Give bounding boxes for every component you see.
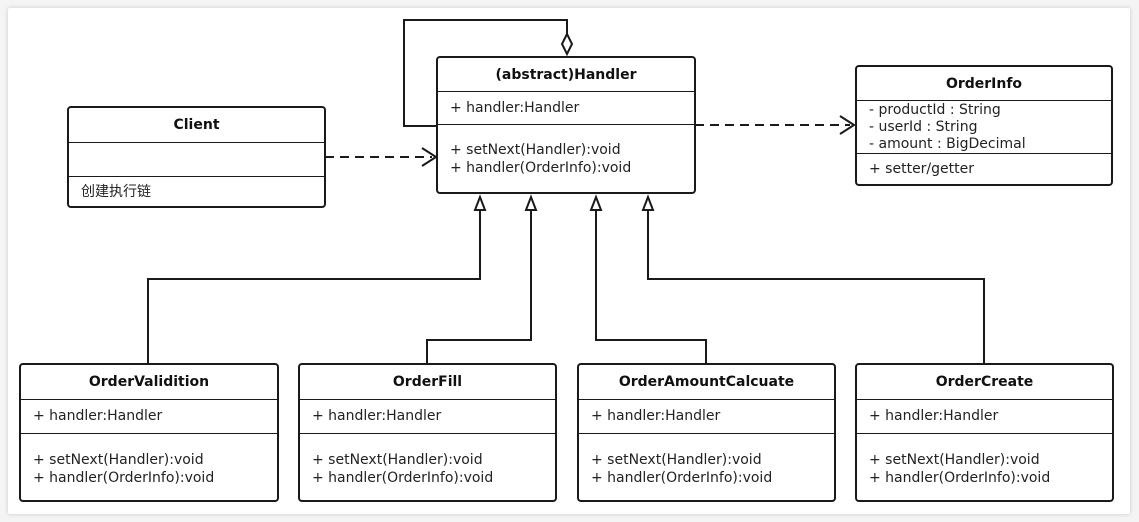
class-order-validition[interactable]: OrderValidition + handler:Handler + setN…: [19, 363, 279, 502]
class-methods: + setNext(Handler):void + handler(OrderI…: [300, 434, 555, 500]
attribute: - amount : BigDecimal: [869, 136, 1026, 152]
class-methods: + setNext(Handler):void + handler(OrderI…: [857, 434, 1112, 500]
class-attributes: + handler:Handler: [21, 400, 277, 434]
class-handler[interactable]: (abstract)Handler + handler:Handler + se…: [436, 56, 696, 194]
class-methods: + setter/getter: [857, 154, 1111, 184]
method: + handler(OrderInfo):void: [312, 470, 494, 486]
attribute: + handler:Handler: [869, 408, 999, 424]
class-name: OrderCreate: [857, 365, 1112, 400]
amount-generalization-arrow: [589, 194, 603, 211]
create-generalization-arrow: [641, 194, 655, 211]
class-order-amount-calcuate[interactable]: OrderAmountCalcuate + handler:Handler + …: [577, 363, 836, 502]
amount-generalization-line: [595, 210, 707, 364]
fill-generalization-line: [426, 210, 532, 364]
method: 创建执行链: [81, 184, 151, 200]
validition-generalization-line: [147, 210, 481, 364]
class-methods: + setNext(Handler):void + handler(OrderI…: [438, 125, 694, 192]
fill-generalization-arrow: [524, 194, 538, 211]
attribute: + handler:Handler: [33, 408, 163, 424]
class-methods: 创建执行链: [69, 177, 324, 206]
attribute: - userId : String: [869, 119, 978, 135]
method: + setNext(Handler):void: [591, 452, 762, 468]
class-attributes: + handler:Handler: [579, 400, 834, 434]
method: + handler(OrderInfo):void: [450, 160, 632, 176]
class-name: (abstract)Handler: [438, 58, 694, 92]
self-aggregation-line: [403, 19, 568, 127]
validition-generalization-arrow: [473, 194, 487, 211]
class-order-fill[interactable]: OrderFill + handler:Handler + setNext(Ha…: [298, 363, 557, 502]
class-name: OrderValidition: [21, 365, 277, 400]
class-attributes: + handler:Handler: [857, 400, 1112, 434]
aggregation-diamond: [560, 31, 574, 57]
method: + setter/getter: [869, 161, 974, 177]
method: + setNext(Handler):void: [33, 452, 204, 468]
class-attributes: + handler:Handler: [300, 400, 555, 434]
class-attributes: + handler:Handler: [438, 92, 694, 125]
method: + setNext(Handler):void: [312, 452, 483, 468]
attribute: - productId : String: [869, 102, 1001, 118]
class-client[interactable]: Client 创建执行链: [67, 106, 326, 208]
method: + handler(OrderInfo):void: [33, 470, 215, 486]
attribute: + handler:Handler: [312, 408, 442, 424]
class-methods: + setNext(Handler):void + handler(OrderI…: [21, 434, 277, 500]
class-attributes: [69, 143, 324, 177]
class-name: OrderAmountCalcuate: [579, 365, 834, 400]
class-name: OrderFill: [300, 365, 555, 400]
handler-orderinfo-arrowhead: [839, 115, 856, 135]
method: + setNext(Handler):void: [869, 452, 1040, 468]
class-name: Client: [69, 108, 324, 143]
attribute: + handler:Handler: [450, 100, 580, 116]
class-order-info[interactable]: OrderInfo - productId : String - userId …: [855, 65, 1113, 186]
method: + setNext(Handler):void: [450, 142, 621, 158]
class-methods: + setNext(Handler):void + handler(OrderI…: [579, 434, 834, 500]
method: + handler(OrderInfo):void: [869, 470, 1051, 486]
create-generalization-line: [647, 210, 985, 364]
class-attributes: - productId : String - userId : String -…: [857, 101, 1111, 154]
class-name: OrderInfo: [857, 67, 1111, 101]
class-order-create[interactable]: OrderCreate + handler:Handler + setNext(…: [855, 363, 1114, 502]
method: + handler(OrderInfo):void: [591, 470, 773, 486]
attribute: + handler:Handler: [591, 408, 721, 424]
client-handler-arrowhead: [421, 147, 438, 167]
